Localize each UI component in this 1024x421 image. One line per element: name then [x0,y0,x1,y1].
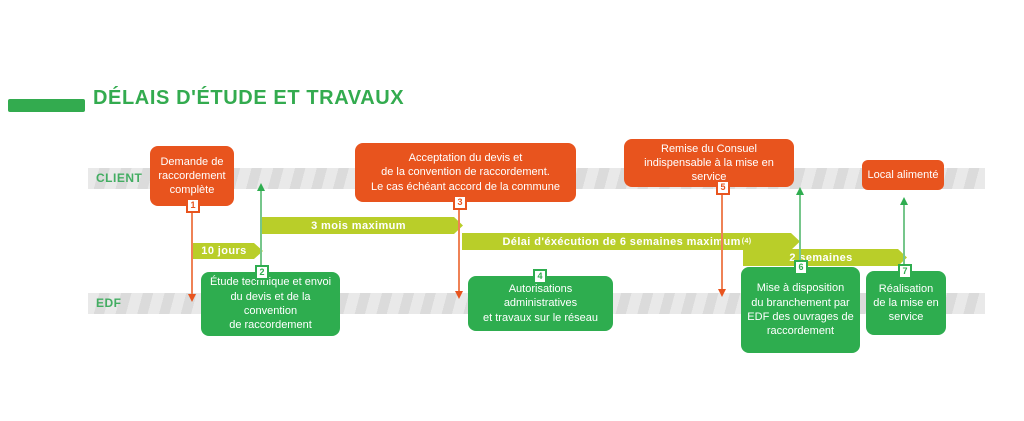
step1-marker: 1 [186,198,200,213]
client-lane-label: CLIENT [96,171,143,185]
duration-bar-10-jours: 10 jours [193,243,263,259]
arrow-up-step7-to-local [900,197,908,265]
step3-box: Acceptation du devis et de la convention… [355,143,576,202]
step1-box: Demande de raccordement complète [150,146,234,206]
step7-box: Réalisation de la mise en service [866,271,946,335]
footnote-ref: (4) [741,238,752,245]
arrowhead-up-icon [796,187,804,195]
arrow-down-step5-to-edf [718,194,726,297]
arrowhead-down-icon [188,294,196,302]
duration-bar-2-semaines: 2 semaines [743,249,907,266]
arrowhead-down-icon [455,291,463,299]
duration-bar-3-mois: 3 mois maximum [262,217,463,234]
arrow-down-step3-to-edf [455,208,463,299]
step3-marker: 3 [453,195,467,210]
title-accent-bar [8,99,85,112]
step5-box: Remise du Consuel indispensable à la mis… [624,139,794,187]
final-box-local-alimente: Local alimenté [862,160,944,190]
arrow-up-step2-to-client [257,183,265,266]
step7-marker: 7 [898,264,912,279]
duration-bar-6-semaines-text: Délai d'éxécution de 6 semaines maximum [502,235,741,248]
step2-marker: 2 [255,265,269,280]
arrowhead-up-icon [257,183,265,191]
step4-box: Autorisations administratives et travaux… [468,276,613,331]
page-title: DÉLAIS D'ÉTUDE ET TRAVAUX [93,87,405,109]
step4-marker: 4 [533,269,547,284]
arrowhead-down-icon [718,289,726,297]
edf-lane-label: EDF [96,296,122,310]
arrow-down-step1-to-edf [188,211,196,302]
step5-marker: 5 [716,180,730,195]
arrowhead-up-icon [900,197,908,205]
duration-bar-6-semaines: Délai d'éxécution de 6 semaines maximum(… [462,233,800,250]
step6-box: Mise à disposition du branchement par ED… [741,267,860,353]
arrow-up-step6-to-client [796,187,804,261]
step6-marker: 6 [794,260,808,275]
step2-box: Étude technique et envoi du devis et de … [201,272,340,336]
